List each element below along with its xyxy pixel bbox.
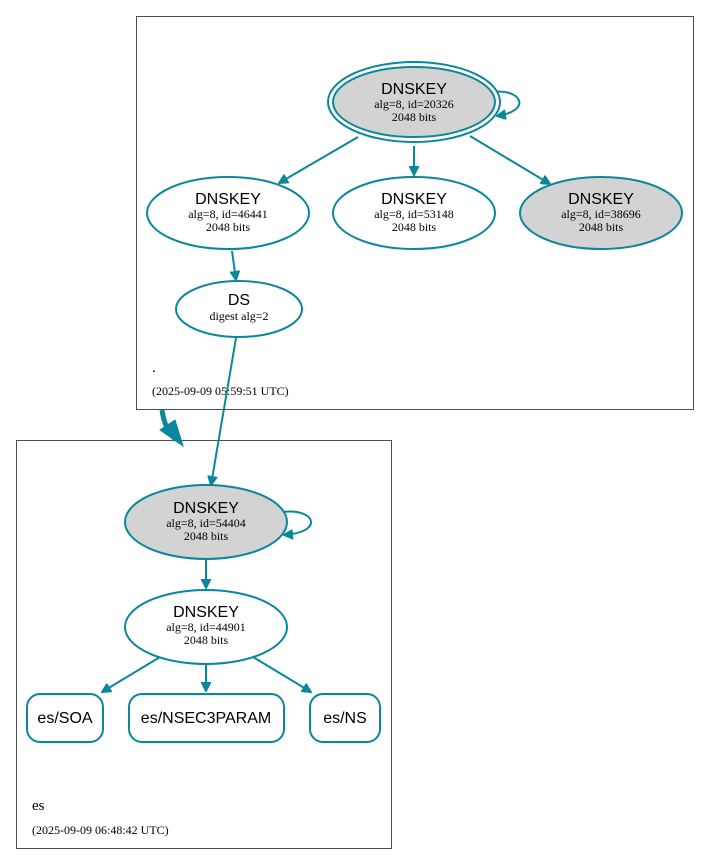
ds-info: digest alg=2 [209, 309, 268, 323]
root-ksk-size: 2048 bits [392, 110, 437, 124]
es-zsk-node[interactable]: DNSKEY alg=8, id=44901 2048 bits [124, 589, 288, 665]
ds-node[interactable]: DS digest alg=2 [175, 280, 303, 338]
root-zsk3-size: 2048 bits [579, 220, 624, 234]
root-zsk1-title: DNSKEY [195, 191, 261, 208]
rrset-soa-label: es/SOA [37, 710, 92, 727]
es-zsk-info: alg=8, id=44901 [166, 620, 246, 634]
root-zsk2-title: DNSKEY [381, 191, 447, 208]
rrset-ns-node[interactable]: es/NS [309, 693, 381, 743]
es-zsk-size: 2048 bits [184, 633, 229, 647]
root-zsk1-node[interactable]: DNSKEY alg=8, id=46441 2048 bits [146, 176, 310, 250]
root-zsk3-info: alg=8, id=38696 [561, 207, 641, 221]
es-zone-timestamp: (2025-09-09 06:48:42 UTC) [32, 823, 169, 837]
rrset-nsec3param-node[interactable]: es/NSEC3PARAM [128, 693, 285, 743]
root-zsk2-node[interactable]: DNSKEY alg=8, id=53148 2048 bits [332, 176, 496, 250]
es-ksk-info: alg=8, id=54404 [166, 516, 246, 530]
edge-root-ksk-self [491, 90, 521, 116]
root-ksk-info: alg=8, id=20326 [374, 97, 454, 111]
root-zone-timestamp: (2025-09-09 05:59:51 UTC) [152, 384, 289, 398]
edge-es-zsk-ns [252, 656, 311, 692]
edge-ds-es-ksk [211, 337, 237, 485]
root-zsk1-info: alg=8, id=46441 [188, 207, 268, 221]
edge-root-ksk-zsk3 [469, 135, 550, 184]
es-zsk-title: DNSKEY [173, 604, 239, 621]
root-zone-name: . [152, 360, 156, 376]
edge-es-ksk-self [283, 510, 312, 535]
edge-root-ksk-zsk1 [279, 136, 359, 183]
root-zsk2-size: 2048 bits [392, 220, 437, 234]
rrset-nsec3param-label: es/NSEC3PARAM [141, 710, 271, 727]
rrset-ns-label: es/NS [323, 710, 367, 727]
edge-zsk1-ds [232, 250, 236, 280]
root-zsk1-size: 2048 bits [206, 220, 251, 234]
edges [102, 90, 550, 692]
rrset-soa-node[interactable]: es/SOA [26, 693, 104, 743]
root-zsk2-info: alg=8, id=53148 [374, 207, 454, 221]
root-zsk3-title: DNSKEY [568, 191, 634, 208]
edge-es-zsk-soa [102, 656, 161, 692]
es-ksk-title: DNSKEY [173, 500, 239, 517]
ds-title: DS [228, 292, 250, 309]
root-zsk3-node[interactable]: DNSKEY alg=8, id=38696 2048 bits [519, 176, 683, 250]
es-ksk-size: 2048 bits [184, 529, 229, 543]
root-ksk-title: DNSKEY [381, 81, 447, 98]
es-ksk-node[interactable]: DNSKEY alg=8, id=54404 2048 bits [124, 484, 288, 560]
root-ksk-node[interactable]: DNSKEY alg=8, id=20326 2048 bits [327, 61, 501, 143]
es-zone-name: es [32, 798, 45, 814]
delegation-arrowhead [159, 419, 184, 448]
